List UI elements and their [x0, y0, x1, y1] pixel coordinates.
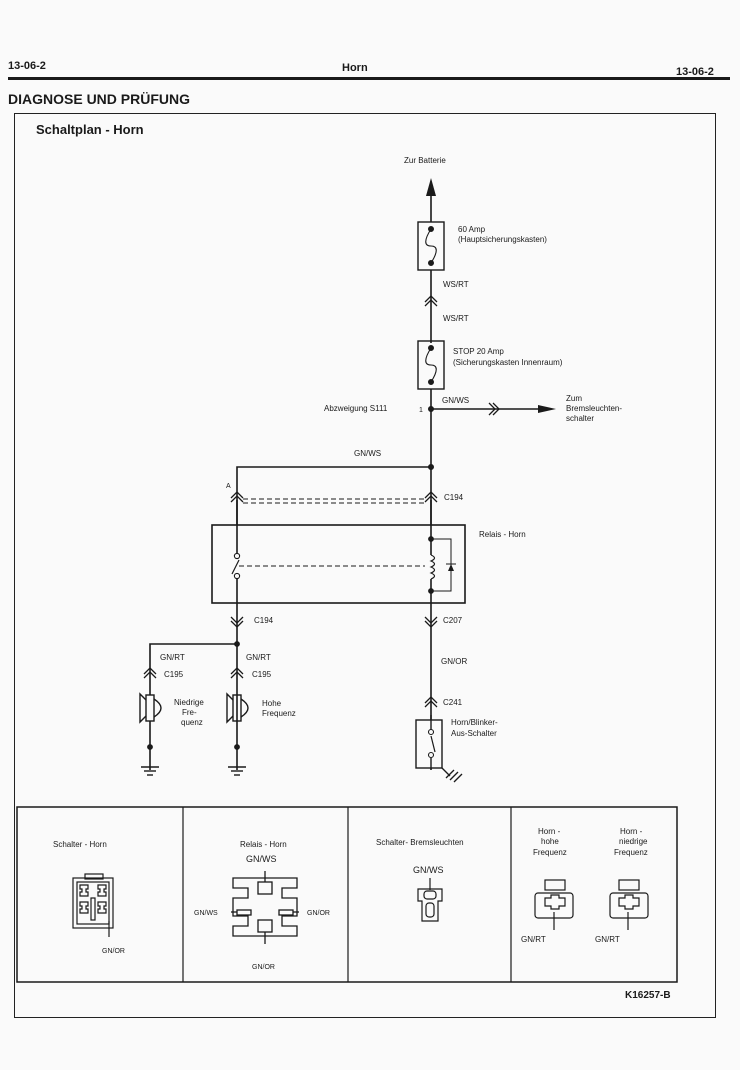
- wire-color-wsrt-2: WS/RT: [443, 314, 469, 323]
- relay-box: [211, 524, 466, 604]
- connector-schalter-brems-title: Schalter- Bremsleuchten: [376, 838, 464, 847]
- schalter-horn-connector-icon: [72, 873, 114, 937]
- horn-niedrig-title-line1: Horn -: [620, 827, 643, 836]
- brake-switch-arrow-icon: [538, 405, 556, 413]
- connector-a-label: A: [226, 483, 231, 490]
- fuse-60a-location: (Hauptsicherungskasten): [458, 235, 547, 244]
- horn-switch-label-line2: Aus-Schalter: [451, 729, 497, 738]
- chassis-ground-icon: [441, 767, 463, 783]
- horn-niedrig-wire: GN/RT: [595, 935, 620, 944]
- connector-c194-top-icon: [424, 491, 438, 503]
- relay-coil-icon: [428, 500, 456, 594]
- horn-high-label-line2: Frequenz: [262, 709, 296, 718]
- wire-color-gnrt-left: GN/RT: [160, 653, 185, 662]
- horn-hoch-title-line1: Horn -: [538, 827, 561, 836]
- relais-wire-top: GN/WS: [246, 854, 277, 864]
- battery-arrow-icon: [426, 178, 436, 222]
- wire-color-gnws-branch: GN/WS: [442, 396, 469, 405]
- fuse-20a-rating: STOP 20 Amp: [453, 347, 504, 356]
- fuse-60a-rating: 60 Amp: [458, 225, 486, 234]
- to-brake-switch-line2: Bremsleuchten-: [566, 404, 622, 413]
- connector-views-panel: [16, 806, 678, 983]
- horn-hoch-connector-icon: [534, 879, 574, 930]
- inline-connector-icon: [424, 295, 438, 307]
- horn-low-label-line3: quenz: [181, 718, 203, 727]
- connector-c195-right-label: C195: [252, 670, 272, 679]
- relay-switch-icon: [231, 552, 241, 580]
- splice-pin: 1: [419, 407, 423, 414]
- diagram-frame: [14, 113, 716, 1018]
- header-rule: [8, 77, 730, 80]
- connector-c241-icon: [424, 696, 438, 708]
- wire-color-wsrt-1: WS/RT: [443, 280, 469, 289]
- connector-c194-bottom-label: C194: [254, 616, 274, 625]
- connector-a-icon: [230, 491, 244, 503]
- relais-wire-left: GN/WS: [194, 910, 218, 917]
- connector-c241-label: C241: [443, 698, 463, 707]
- horn-switch-label-line1: Horn/Blinker-: [451, 718, 498, 727]
- wire-color-gnrt-right: GN/RT: [246, 653, 271, 662]
- fuse-20a-location: (Sicherungskasten Innenraum): [453, 358, 563, 367]
- horn-niedrig-title-line2: niedrige: [619, 837, 648, 846]
- schalter-brems-wire: GN/WS: [413, 865, 444, 875]
- to-brake-switch-line1: Zum: [566, 394, 582, 403]
- diagram-title: Schaltplan - Horn: [36, 122, 144, 137]
- schalter-horn-wire: GN/OR: [102, 948, 125, 955]
- branch-connector-icon: [488, 402, 500, 416]
- horn-low-label-line2: Fre-: [182, 708, 197, 717]
- connector-c207-label: C207: [443, 616, 463, 625]
- horn-low-frequency-icon: [139, 692, 162, 724]
- connector-c194-top-label: C194: [444, 493, 464, 502]
- horn-hoch-wire: GN/RT: [521, 935, 546, 944]
- to-brake-switch-line3: schalter: [566, 414, 594, 423]
- splice-label: Abzweigung S111: [324, 404, 388, 413]
- figure-reference: K16257-B: [625, 990, 671, 1001]
- relais-wire-bottom: GN/OR: [252, 964, 275, 971]
- horn-niedrig-connector-icon: [609, 879, 649, 930]
- wire-color-gnws-top: GN/WS: [354, 449, 381, 458]
- relais-horn-connector-icon: [231, 871, 299, 944]
- section-title: DIAGNOSE UND PRÜFUNG: [8, 91, 191, 107]
- relay-label: Relais - Horn: [479, 530, 526, 539]
- ground-left-icon: [141, 766, 159, 776]
- page-header-title: Horn: [342, 62, 368, 74]
- ground-right-icon: [228, 766, 246, 776]
- schalter-brems-connector-icon: [417, 878, 443, 922]
- fuse-60a-icon: [417, 221, 445, 271]
- connector-c195-left-label: C195: [164, 670, 184, 679]
- horn-low-label-line1: Niedrige: [174, 698, 204, 707]
- horn-hoch-title-line3: Frequenz: [533, 848, 567, 857]
- relais-wire-right: GN/OR: [307, 910, 330, 917]
- horn-switch-icon: [415, 715, 443, 769]
- connector-c195-left-icon: [143, 667, 157, 679]
- connector-c207-icon: [424, 616, 438, 628]
- wire-color-gnor: GN/OR: [441, 657, 467, 666]
- page-number-left: 13-06-2: [8, 60, 46, 72]
- horn-hoch-title-line2: hohe: [541, 837, 559, 846]
- connector-c194-bottom-icon: [230, 616, 244, 628]
- horn-high-label-line1: Hohe: [262, 699, 282, 708]
- connector-relais-horn-title: Relais - Horn: [240, 840, 287, 849]
- to-battery-label: Zur Batterie: [404, 156, 446, 165]
- fuse-20a-icon: [417, 340, 445, 390]
- horn-niedrig-title-line3: Frequenz: [614, 848, 648, 857]
- page-number-right: 13-06-2: [676, 66, 714, 78]
- connector-schalter-horn-title: Schalter - Horn: [53, 840, 107, 849]
